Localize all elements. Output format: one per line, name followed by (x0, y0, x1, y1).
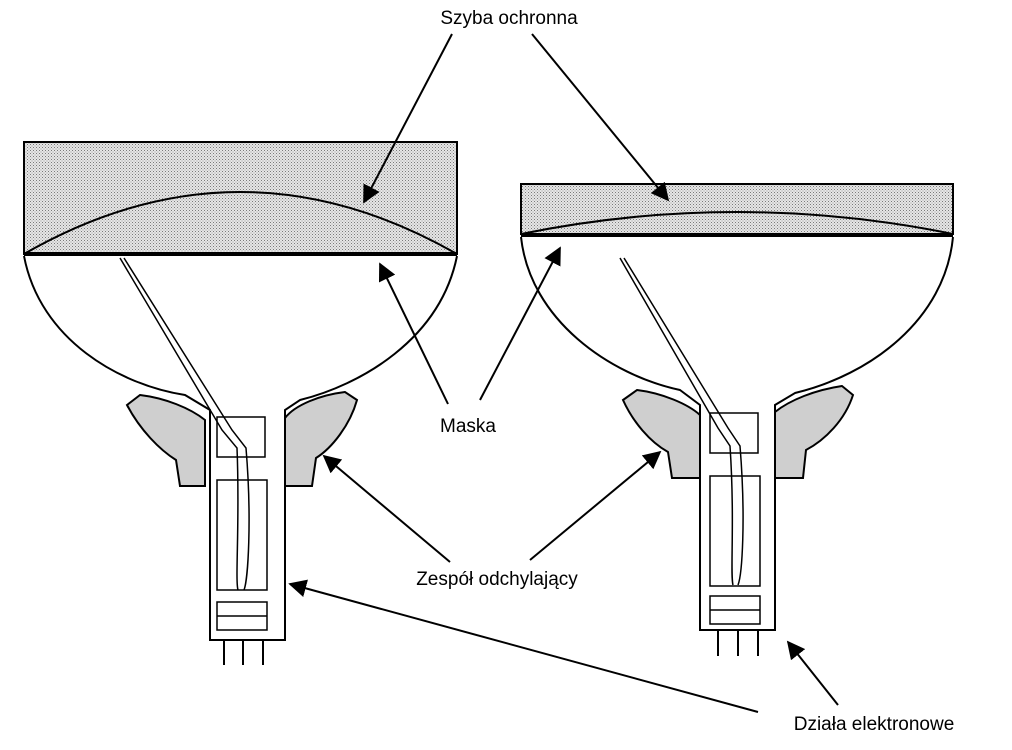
arrow-mask-right (479, 246, 561, 401)
label-mask: Maska (440, 416, 496, 437)
label-deflection-unit: Zespół odchylający (416, 569, 578, 590)
left-crt-tube (23, 141, 458, 665)
right-yoke-right (774, 384, 855, 479)
right-protective-glass (520, 183, 954, 235)
label-protective-glass: Szyba ochronna (440, 8, 578, 29)
right-yoke-left (621, 388, 701, 479)
right-beam-b (623, 257, 744, 586)
left-screen-curve (23, 191, 458, 255)
left-gun-middle (216, 479, 268, 591)
arrow-glass-right (531, 33, 670, 202)
left-gun-upper (216, 416, 266, 458)
arrow-mask-left (378, 262, 449, 405)
arrow-guns-right (786, 640, 839, 706)
left-bulb (23, 255, 458, 641)
right-gun-upper (709, 412, 759, 454)
right-screen-curve (520, 211, 954, 235)
left-yoke-left (125, 393, 206, 487)
left-beam-a (119, 257, 239, 591)
left-beam-b (123, 257, 250, 591)
arrow-guns-left (288, 579, 759, 713)
left-yoke-right (284, 390, 359, 487)
right-crt-tube (520, 183, 954, 656)
arrow-yoke-right (529, 450, 662, 561)
right-pins (717, 630, 759, 656)
right-bulb (520, 236, 954, 631)
right-gun-middle (709, 475, 761, 587)
left-protective-glass (23, 141, 458, 255)
right-beam-a (619, 257, 734, 586)
label-electron-guns: Działa elektronowe (794, 714, 955, 735)
arrow-glass-left (363, 33, 453, 204)
left-pins (223, 640, 264, 665)
arrow-yoke-left (322, 454, 451, 563)
